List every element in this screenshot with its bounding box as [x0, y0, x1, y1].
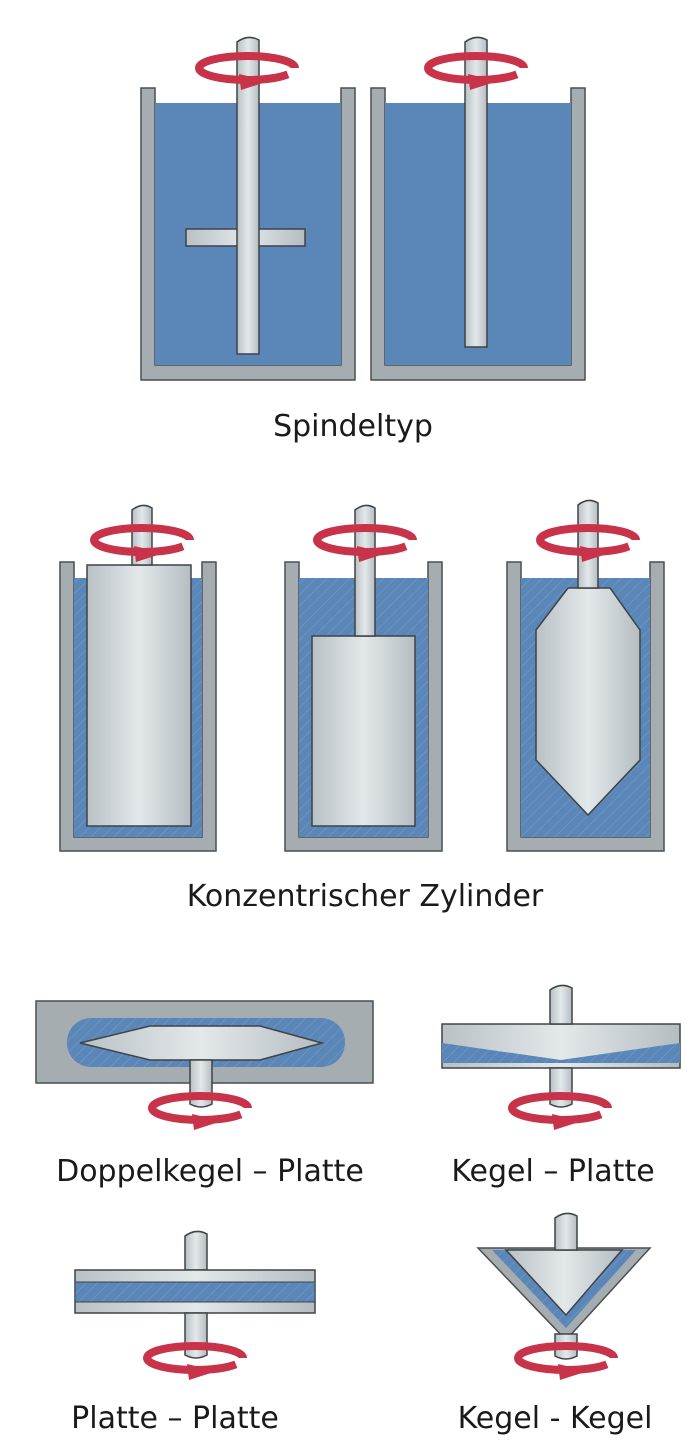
label-spindeltyp: Spindeltyp — [273, 409, 433, 444]
cone-cone — [476, 1212, 652, 1380]
cone-plate — [441, 984, 681, 1130]
double-cone-plate — [35, 1000, 374, 1130]
spindle-cross-container — [140, 36, 356, 381]
label-platte-platte: Platte – Platte — [71, 1401, 279, 1436]
concentric-cylinder-conical — [506, 499, 665, 852]
label-konzentrischer-zylinder: Konzentrischer Zylinder — [187, 879, 544, 914]
label-doppelkegel-platte: Doppelkegel – Platte — [56, 1154, 364, 1189]
concentric-cylinder-long — [59, 504, 217, 852]
concentric-cylinder-short — [284, 504, 443, 852]
plate-plate — [74, 1230, 316, 1380]
label-kegel-platte: Kegel – Platte — [451, 1154, 654, 1189]
label-kegel-kegel: Kegel - Kegel — [458, 1401, 653, 1436]
spindle-rod-container — [370, 36, 586, 381]
